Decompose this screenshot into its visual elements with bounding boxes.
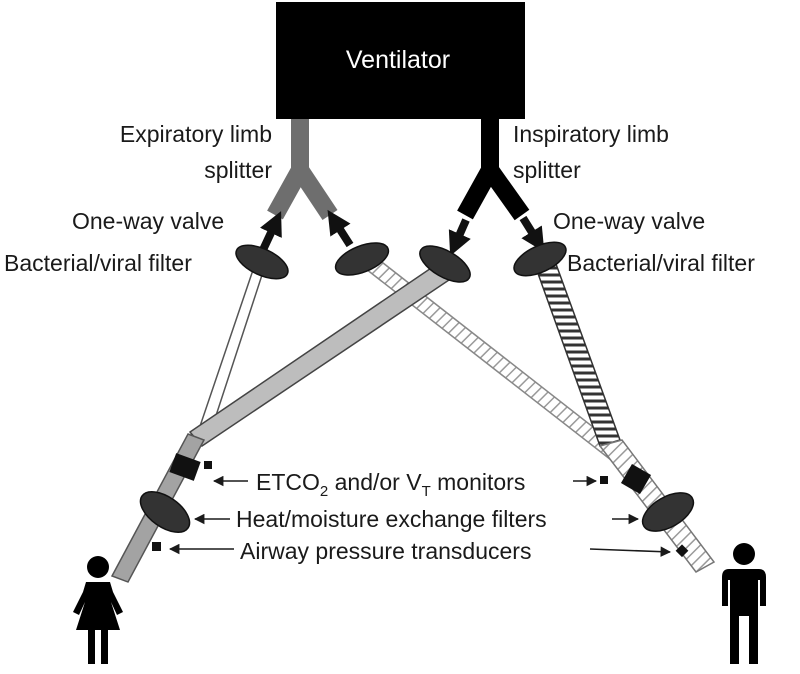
expiratory-splitter-left-branch (267, 119, 309, 220)
one-way-valve-label-right: One-way valve (553, 208, 705, 234)
valve-arrow-exp-left (258, 211, 282, 254)
female-body (73, 582, 123, 664)
male-head (733, 543, 755, 565)
filter-exp-left (235, 244, 289, 280)
etco2-vt-monitors (169, 453, 652, 495)
valve-arrow-exp-right (327, 209, 354, 248)
inspiratory-splitter-label-line2: splitter (513, 157, 581, 183)
ventilator-box (276, 2, 525, 119)
expiratory-splitter-label-line1: Expiratory limb (120, 121, 272, 147)
monitor-left (169, 453, 201, 481)
circuit-tubing (110, 251, 716, 583)
filter-insp-left (419, 245, 471, 283)
transducer-right (675, 544, 689, 558)
monitor-left-port (204, 461, 212, 469)
pressure-transducers (152, 542, 689, 558)
male-body (722, 569, 766, 664)
inspiratory-splitter-right-branch (482, 164, 530, 221)
inspiratory-splitter-label-line1: Inspiratory limb (513, 121, 669, 147)
pointer-arrows (168, 475, 672, 557)
hme-filter-right (641, 492, 695, 532)
transducer-left (152, 542, 161, 551)
inspiratory-splitter (457, 119, 530, 221)
filter-insp-right (513, 241, 567, 277)
filter-exp-right (334, 242, 390, 276)
valve-arrow-insp-left (448, 218, 471, 256)
monitor-right (620, 463, 652, 495)
one-way-valve-label-left: One-way valve (72, 208, 224, 234)
labels: Expiratory limb splitter Inspiratory lim… (4, 121, 755, 564)
expiratory-splitter (267, 119, 338, 220)
female-head (87, 556, 109, 578)
filter-label-right: Bacterial/viral filter (567, 250, 755, 276)
hme-filters (139, 491, 695, 533)
expiratory-splitter-label-line2: splitter (204, 157, 272, 183)
valve-arrow-insp-right (519, 215, 545, 253)
monitor-right-port (600, 476, 608, 484)
filter-label-left: Bacterial/viral filter (4, 250, 192, 276)
male-patient-icon (722, 543, 766, 664)
bacterial-viral-filters (235, 241, 567, 283)
arrow-pressure-right (589, 546, 672, 557)
one-way-valve-arrows (258, 209, 545, 256)
ventilator-label: Ventilator (346, 46, 450, 74)
pressure-label: Airway pressure transducers (240, 538, 531, 564)
female-patient-icon (73, 556, 123, 664)
hme-filter-left (139, 491, 191, 533)
etco2-label: ETCO2 and/or VT monitors (256, 469, 525, 500)
inspiratory-splitter-left-branch (457, 119, 499, 220)
ventilator: Ventilator (276, 2, 525, 119)
hme-label: Heat/moisture exchange filters (236, 506, 547, 532)
expiratory-splitter-right-branch (292, 165, 338, 220)
